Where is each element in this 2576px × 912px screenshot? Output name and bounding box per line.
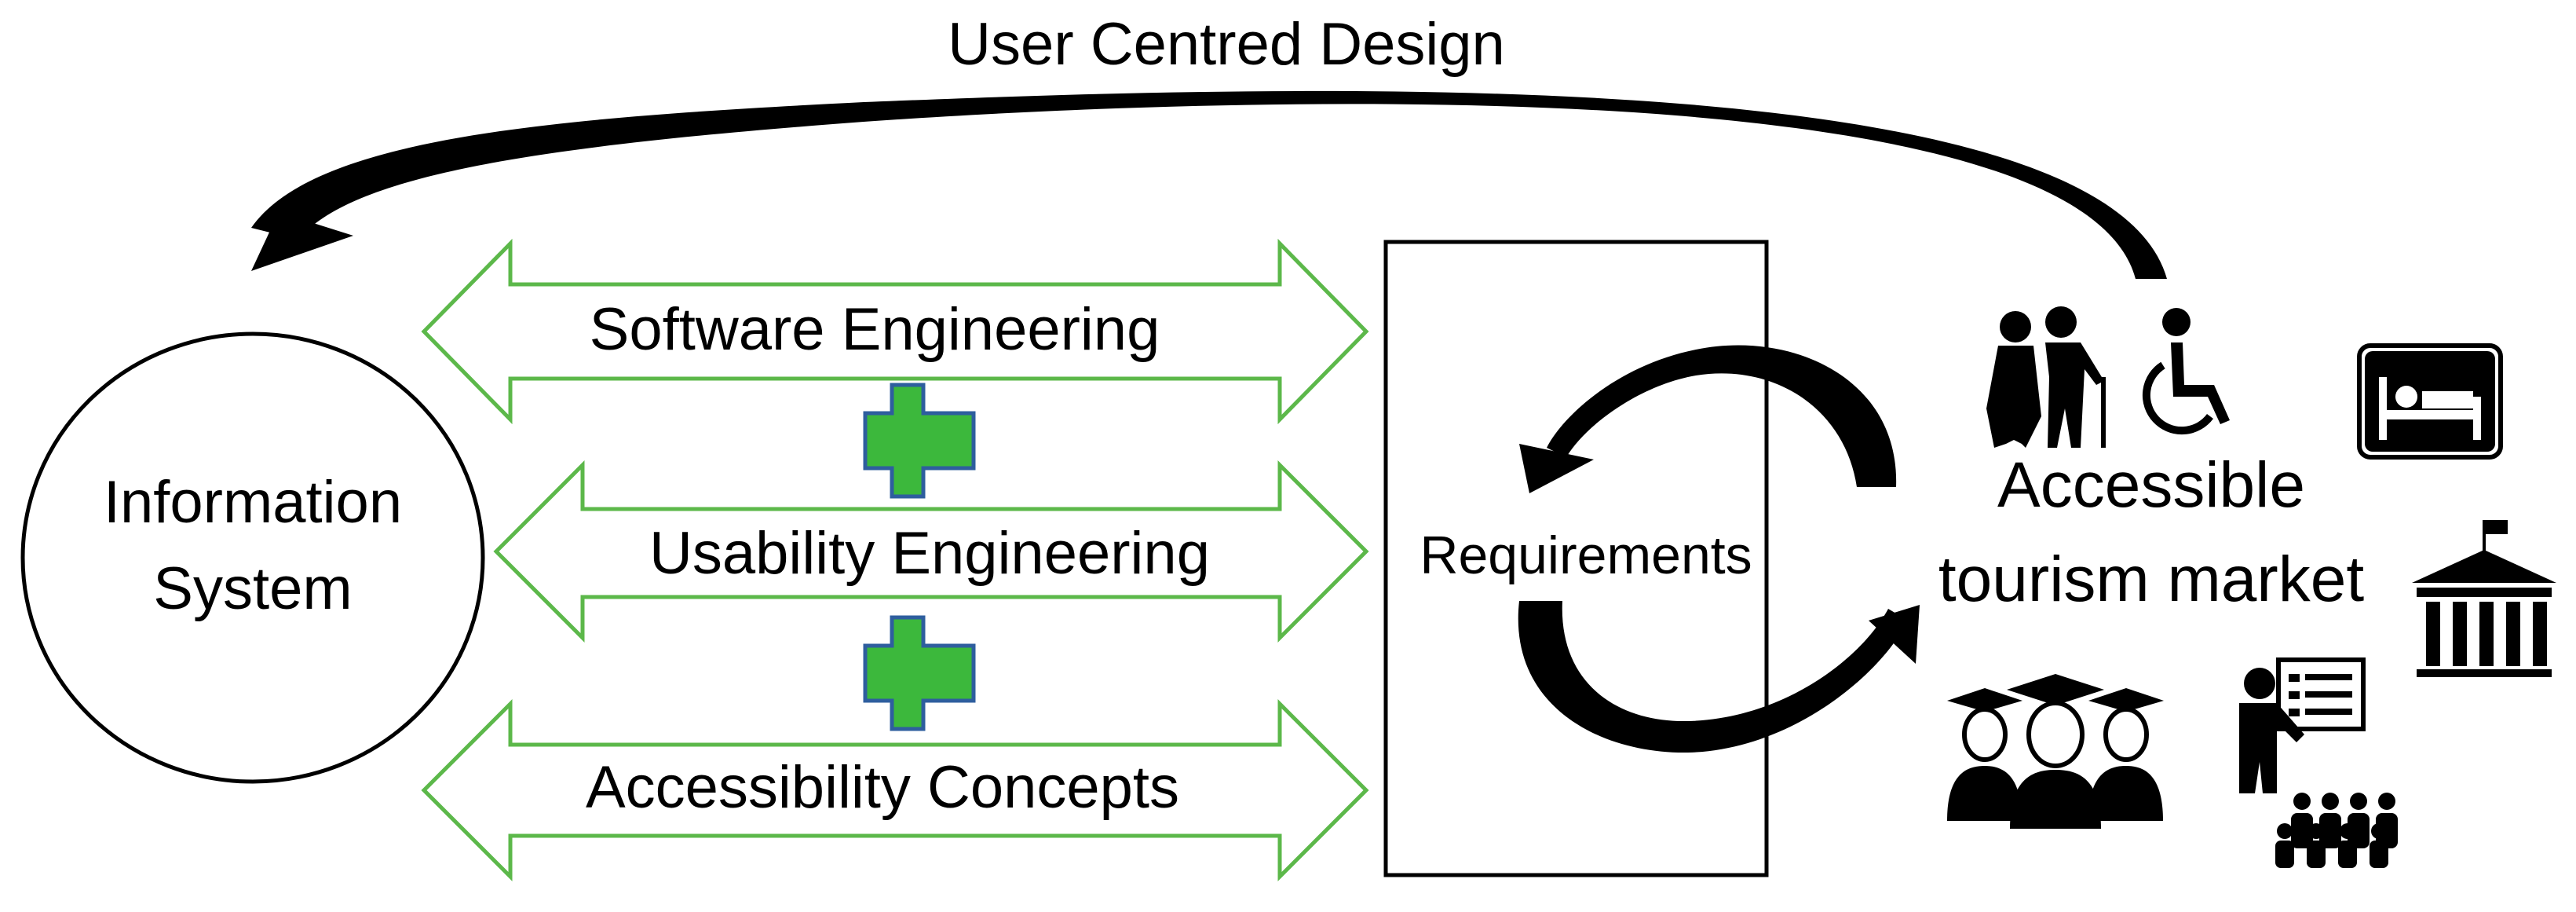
cycle-arrows-icon xyxy=(1518,345,1920,753)
elderly-couple-icon xyxy=(1986,306,2106,448)
requirements-label: Requirements xyxy=(1420,526,1752,585)
user-centred-design-arrow xyxy=(251,90,2167,279)
software-engineering-label: Software Engineering xyxy=(590,296,1160,363)
plus-icon xyxy=(863,383,976,499)
presenter-audience-icon xyxy=(2239,657,2398,868)
information-system-label-line1: Information xyxy=(104,469,402,536)
market-label-line2: tourism market xyxy=(1938,544,2364,615)
usability-engineering-arrow: Usability Engineering xyxy=(493,460,1369,643)
accessibility-concepts-arrow: Accessibility Concepts xyxy=(421,698,1369,882)
usability-engineering-label: Usability Engineering xyxy=(649,520,1210,587)
software-engineering-arrow: Software Engineering xyxy=(421,238,1369,425)
information-system-node: Information System xyxy=(20,331,485,784)
requirements-box: Requirements xyxy=(1383,240,1769,877)
museum-building-icon xyxy=(2412,520,2556,677)
diagram-title: User Centred Design xyxy=(948,11,1505,78)
market-label-line1: Accessible xyxy=(1997,449,2305,521)
wheelchair-user-icon xyxy=(2142,308,2230,435)
plus-icon xyxy=(863,615,976,731)
information-system-label-line2: System xyxy=(153,555,352,622)
hotel-bed-icon xyxy=(2357,343,2503,460)
graduates-icon xyxy=(1947,674,2164,829)
accessibility-concepts-label: Accessibility Concepts xyxy=(586,754,1179,821)
